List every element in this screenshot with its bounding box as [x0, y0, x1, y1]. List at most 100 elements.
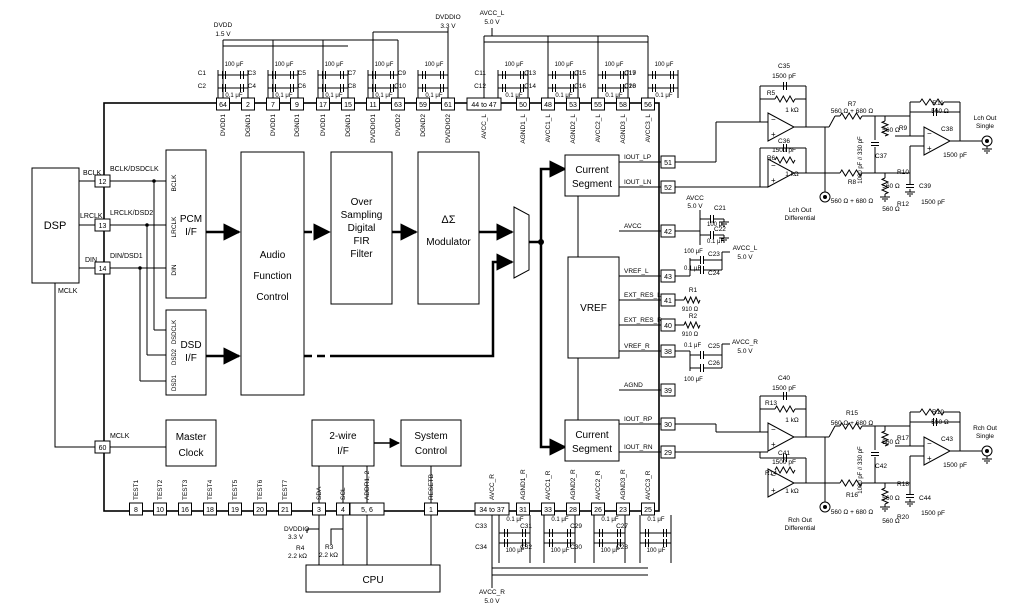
audio-label-1: Audio [260, 250, 286, 261]
opamp-single-minus: − [927, 439, 932, 448]
opamp-upper [767, 112, 796, 142]
data-path-arrows [206, 160, 567, 456]
right-pin-name: AGND [624, 382, 643, 389]
rch-component-label: R14 [765, 470, 777, 477]
bottom-cap-value: 100 μF [551, 548, 570, 554]
top-cap-label: C13 [524, 70, 536, 77]
right-pin-number: 38 [664, 349, 672, 356]
series-res-upper [839, 422, 863, 430]
top-cap-value: 0.1 μF [275, 93, 292, 99]
fb2-resistor [774, 465, 796, 475]
right-pin-name: EXT_RES_L [624, 292, 661, 299]
bottom-pin-name: AVCC_R [489, 474, 496, 500]
top-pin-row: 64DVDD12DGND17DVDD19DGND117DVDD115DGND11… [198, 62, 679, 144]
dsp-din-label: DIN [85, 257, 97, 264]
pin-mclk: 60 [99, 445, 107, 452]
rch-component-label: 560 Ω [882, 518, 900, 525]
input-junctions [138, 179, 156, 270]
pcm-label-1: PCM [180, 214, 202, 225]
top-pin-number: 58 [619, 102, 627, 109]
top-cap-value: 100 μF [655, 62, 674, 68]
bottom-pin-name: TEST7 [282, 479, 289, 500]
top-cap-value: 100 μF [425, 62, 444, 68]
bottom-pin-name: AVCC2_R [595, 470, 602, 500]
single-label-1: Lch Out [974, 115, 997, 122]
fir-label-3: Digital [348, 223, 376, 234]
top-pin-name: AGND3_L [620, 114, 627, 144]
r4-name: R4 [296, 545, 305, 552]
top-cap-value: 100 μF [225, 62, 244, 68]
lch-component-label: R5 [767, 90, 776, 97]
top-pin-name: DGND1 [294, 114, 301, 137]
bottom-cap-value: 100 μF [506, 548, 525, 554]
bottom-pin-name: TEST2 [157, 479, 164, 500]
gnd-res-upper [880, 430, 890, 447]
bottom-cap-label: C27 [616, 523, 628, 530]
lch-component-label: C39 [919, 183, 931, 190]
rch-component-label: R15 [846, 410, 858, 417]
diff-label-1: Lch Out [789, 207, 812, 214]
series-res-lower [839, 479, 863, 487]
rch-component-label: C42 [875, 463, 887, 470]
lch-component-label: 1500 pF [943, 152, 967, 159]
c23-label: C23 [708, 251, 720, 258]
opamp-upper [767, 422, 796, 452]
top-pin-number: 9 [295, 102, 299, 109]
c24-value: 0.1 μF [684, 266, 701, 272]
bottom-pin-name: AGND3_R [620, 469, 627, 500]
top-pin-name: DGND1 [245, 114, 252, 137]
top-pin-number: 48 [544, 102, 552, 109]
top-pin-number: 50 [519, 102, 527, 109]
dsd-dsdclk: DSDCLK [172, 320, 178, 344]
opamp-upper-minus: − [771, 425, 776, 434]
lch-component-label: 560 Ω + 680 Ω [831, 198, 874, 205]
c22-label: C22 [714, 226, 726, 233]
opamp-lower [767, 468, 796, 498]
top-pin-name: DVDDIO1 [370, 114, 377, 143]
lch-component-label: R6 [767, 155, 776, 162]
right-pin-number: 52 [664, 185, 672, 192]
opamp-lower-minus: − [771, 471, 776, 480]
top-pin-name: DVDDIO2 [445, 114, 452, 143]
bus-mclk: MCLK [110, 433, 130, 440]
diff-label-2: Differential [785, 215, 817, 222]
avccl-side-value: 5.0 V [737, 254, 753, 261]
series-res-lower [839, 169, 863, 177]
lch-component-label: 1 kΩ [785, 107, 799, 114]
bottom-pin-number: 26 [594, 507, 602, 514]
bottom-pin-box [516, 502, 530, 516]
bottom-cap-label: C33 [475, 523, 487, 530]
bottom-pin-box [153, 502, 167, 516]
lch-component-label: C38 [941, 126, 953, 133]
pcm-din: DIN [171, 264, 178, 276]
gnd-res-lower [880, 177, 890, 195]
top-pin-name: AVCC2_L [595, 114, 602, 143]
r4-value: 2.2 kΩ [288, 553, 307, 560]
lch-component-label: 1500 pF [921, 199, 945, 206]
bottom-pin-box [228, 502, 242, 516]
top-pin-name: DGND1 [345, 114, 352, 137]
rch-component-label: 1500 pF [943, 462, 967, 469]
bottom-pin-name: SCL [340, 487, 347, 500]
bottom-cap-label: C30 [570, 544, 582, 551]
single-fb-res [919, 408, 945, 416]
pin-bclk: 12 [99, 179, 107, 186]
top-cap-value: 0.1 μF [505, 93, 522, 99]
bottom-pin-name: TEST6 [257, 479, 264, 500]
dvddio-value: 3.3 V [440, 23, 456, 30]
dvdd-value: 1.5 V [215, 31, 231, 38]
c26-value: 100 μF [684, 377, 703, 383]
dsd-label-1: DSD [180, 340, 201, 351]
top-pin-box [566, 97, 580, 111]
bottom-pin-name: ADDR1, 2 [364, 470, 371, 500]
lch-component-label: R9 [899, 125, 908, 132]
cpu-dvddio-2: 3.3 V [288, 534, 304, 541]
r1-label: R1 [689, 287, 698, 294]
opamp-upper-plus: + [771, 440, 776, 449]
modulator-block [417, 151, 480, 305]
rch-component-label: 1 kΩ [785, 417, 799, 424]
r1-value: 910 Ω [682, 307, 699, 313]
dsp-mclk-label: MCLK [58, 288, 78, 295]
bottom-pin-box [312, 502, 326, 516]
top-cap-label: C14 [524, 83, 536, 90]
